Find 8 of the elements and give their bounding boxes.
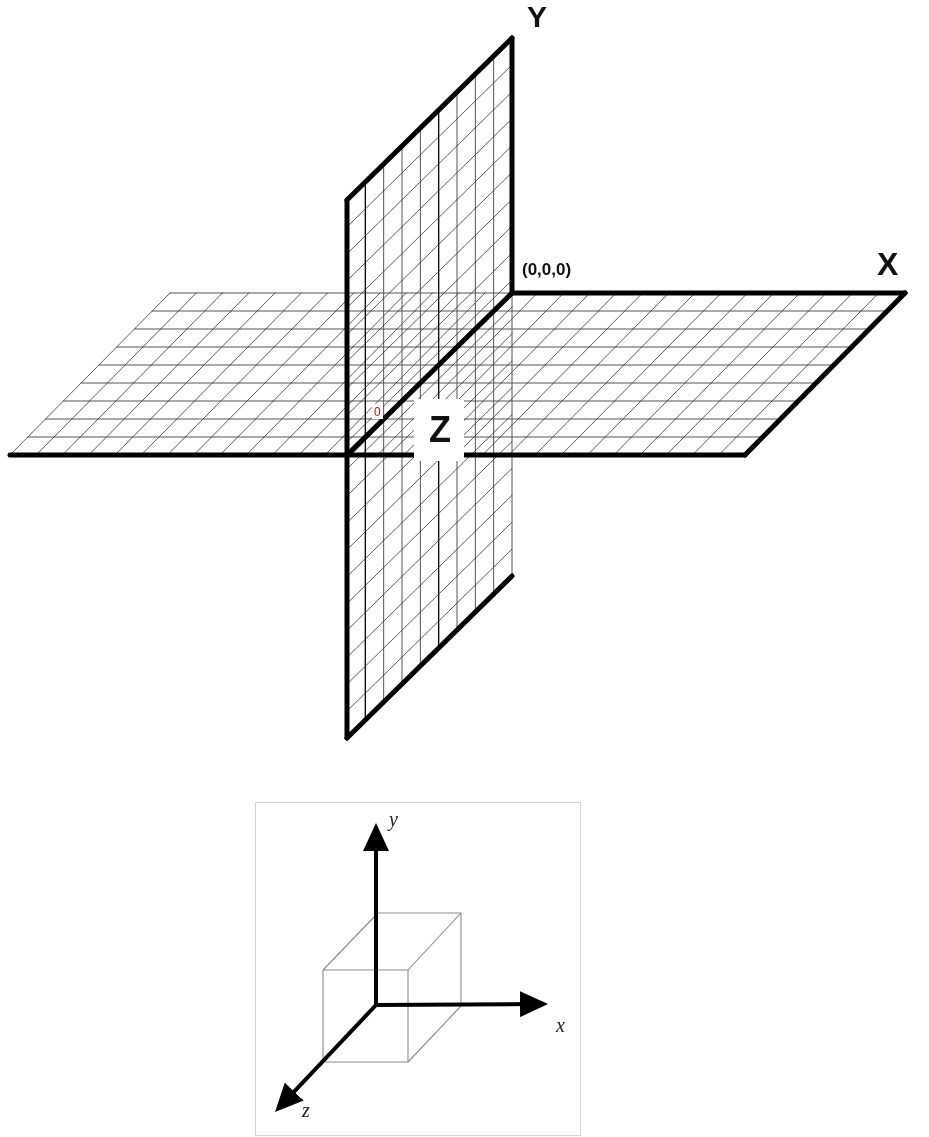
- tick-label: 0: [374, 406, 381, 418]
- axis-label: y: [389, 809, 398, 829]
- origin-label: (0,0,0): [522, 261, 572, 278]
- axis-label: X: [877, 248, 899, 280]
- axis-label: z: [302, 1100, 310, 1120]
- axis-label: x: [556, 1015, 565, 1035]
- axis-label: Z: [429, 412, 451, 448]
- axis-label: Y: [527, 2, 547, 32]
